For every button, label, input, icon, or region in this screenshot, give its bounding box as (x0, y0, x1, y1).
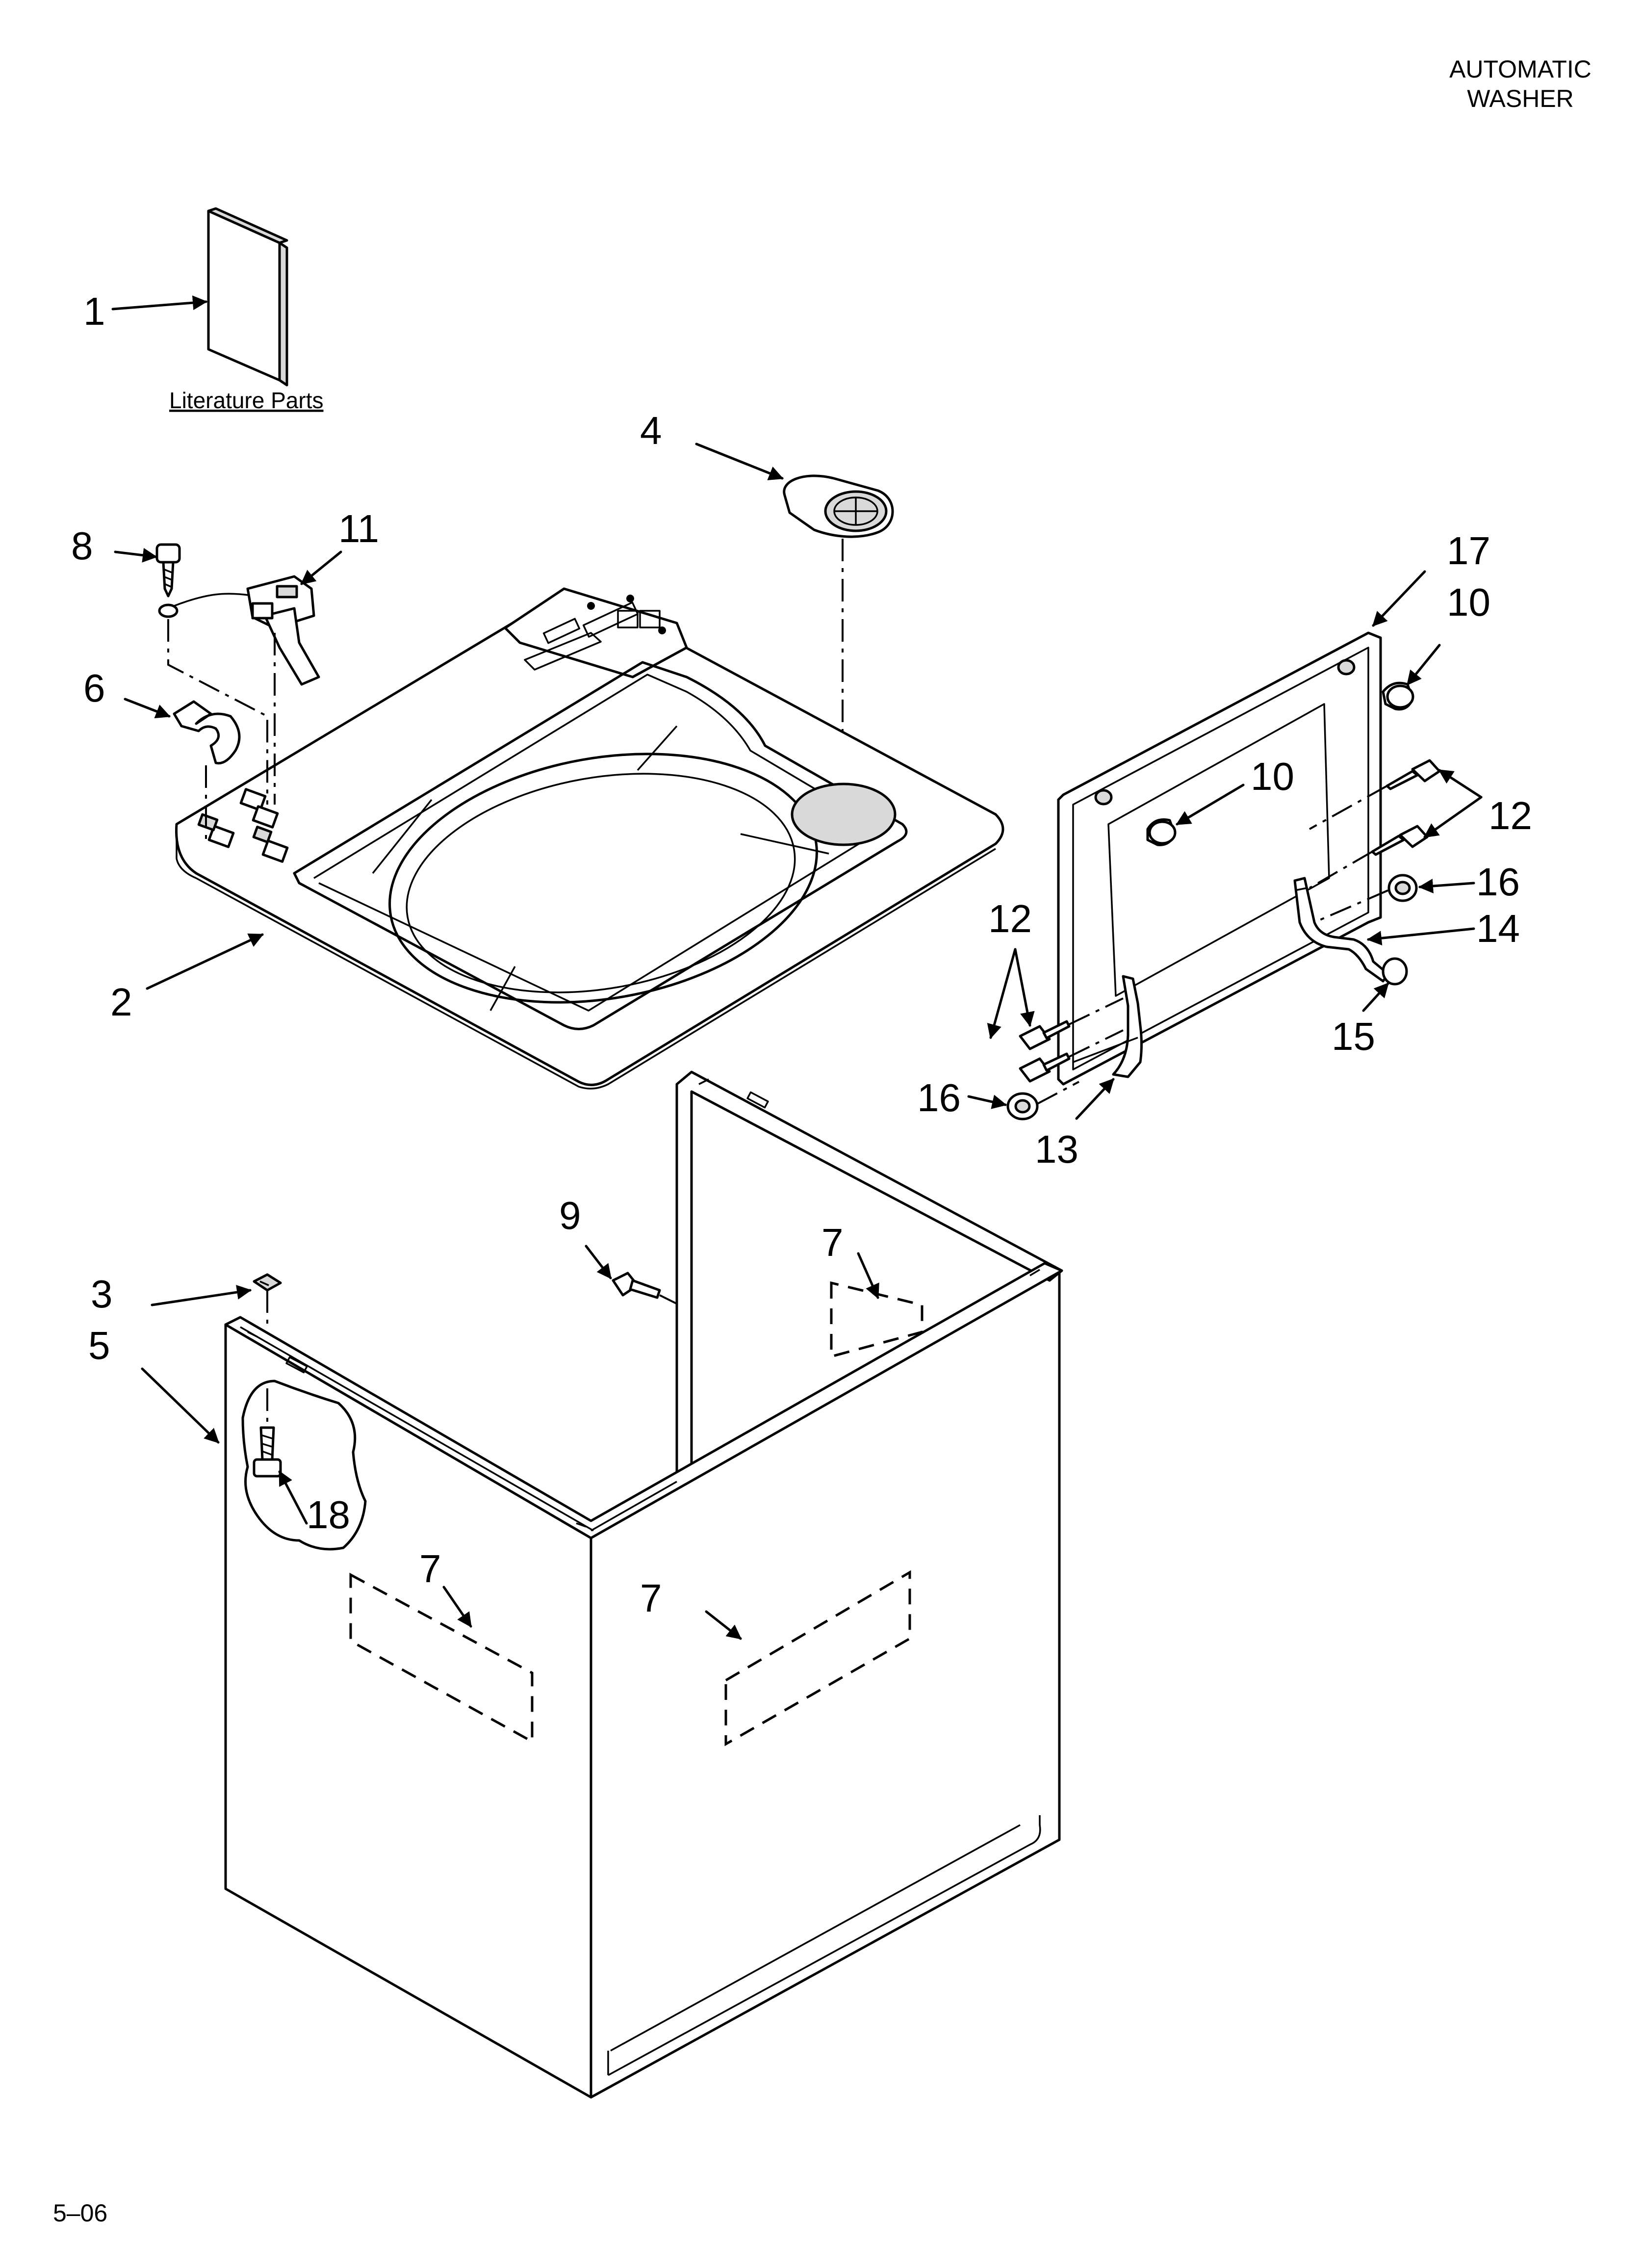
part-12-screw-d (1019, 1052, 1071, 1083)
part-8-screw (155, 543, 181, 618)
callout-17: 17 (1447, 529, 1490, 573)
callout-arrows (111, 295, 1483, 1640)
header-line-2: WASHER (1467, 85, 1574, 112)
callout-8: 8 (71, 524, 93, 568)
callout-1: 1 (83, 289, 105, 333)
part-12-screw-a (1385, 759, 1441, 790)
callout-11: 11 (338, 507, 379, 550)
part-3-clip (253, 1273, 282, 1292)
callout-10-a: 10 (1447, 580, 1490, 624)
callout-9: 9 (559, 1194, 581, 1237)
callout-4: 4 (640, 409, 662, 452)
part-7-label-b (349, 1572, 534, 1744)
callout-16-a: 16 (1476, 860, 1520, 904)
part-18-screw (253, 1426, 282, 1478)
callout-12-a: 12 (1488, 794, 1532, 837)
footer-code: 5–06 (53, 2199, 107, 2227)
part-6-clip (173, 700, 241, 765)
part-2-top-panel (175, 587, 1004, 1090)
part-10-bumper-b (1146, 818, 1177, 846)
callout-5: 5 (88, 1324, 110, 1367)
callout-15: 15 (1332, 1015, 1375, 1058)
part-9-screw (612, 1272, 661, 1299)
callout-16-b: 16 (917, 1076, 961, 1120)
part-7-label-c (724, 1570, 911, 1747)
leader-8 (167, 619, 268, 805)
callout-2: 2 (110, 980, 132, 1024)
callout-7-a: 7 (821, 1221, 844, 1264)
part-5-cabinet (224, 1070, 1063, 2099)
part-4-dispenser (783, 474, 894, 538)
part-14-hinge (1293, 877, 1408, 986)
callout-7-c: 7 (640, 1576, 662, 1620)
leader-16-right (1314, 889, 1388, 923)
callout-7-b: 7 (419, 1547, 441, 1590)
part-7-label-a (830, 1281, 924, 1358)
callout-6: 6 (83, 666, 105, 710)
part-16-nut-b (1006, 1092, 1039, 1121)
callout-12-b: 12 (988, 897, 1032, 940)
callout-3: 3 (91, 1272, 113, 1316)
part-17-lid (1057, 631, 1382, 1086)
header-line-1: AUTOMATIC (1449, 55, 1591, 83)
part-11-lid-switch (174, 575, 320, 686)
part-10-bumper-a (1382, 681, 1414, 711)
callout-13: 13 (1035, 1127, 1078, 1171)
part-16-nut-a (1387, 874, 1418, 902)
literature-parts-label: Literature Parts (169, 388, 323, 413)
part-1-literature (207, 207, 288, 387)
part-12-screw-c (1019, 1020, 1071, 1050)
callout-18: 18 (307, 1493, 350, 1537)
part-13-hinge (1073, 975, 1143, 1078)
callout-14: 14 (1476, 907, 1520, 950)
leader-12-left (1037, 997, 1124, 1105)
leader-12-right (1308, 785, 1387, 889)
callout-10-b: 10 (1251, 755, 1294, 798)
